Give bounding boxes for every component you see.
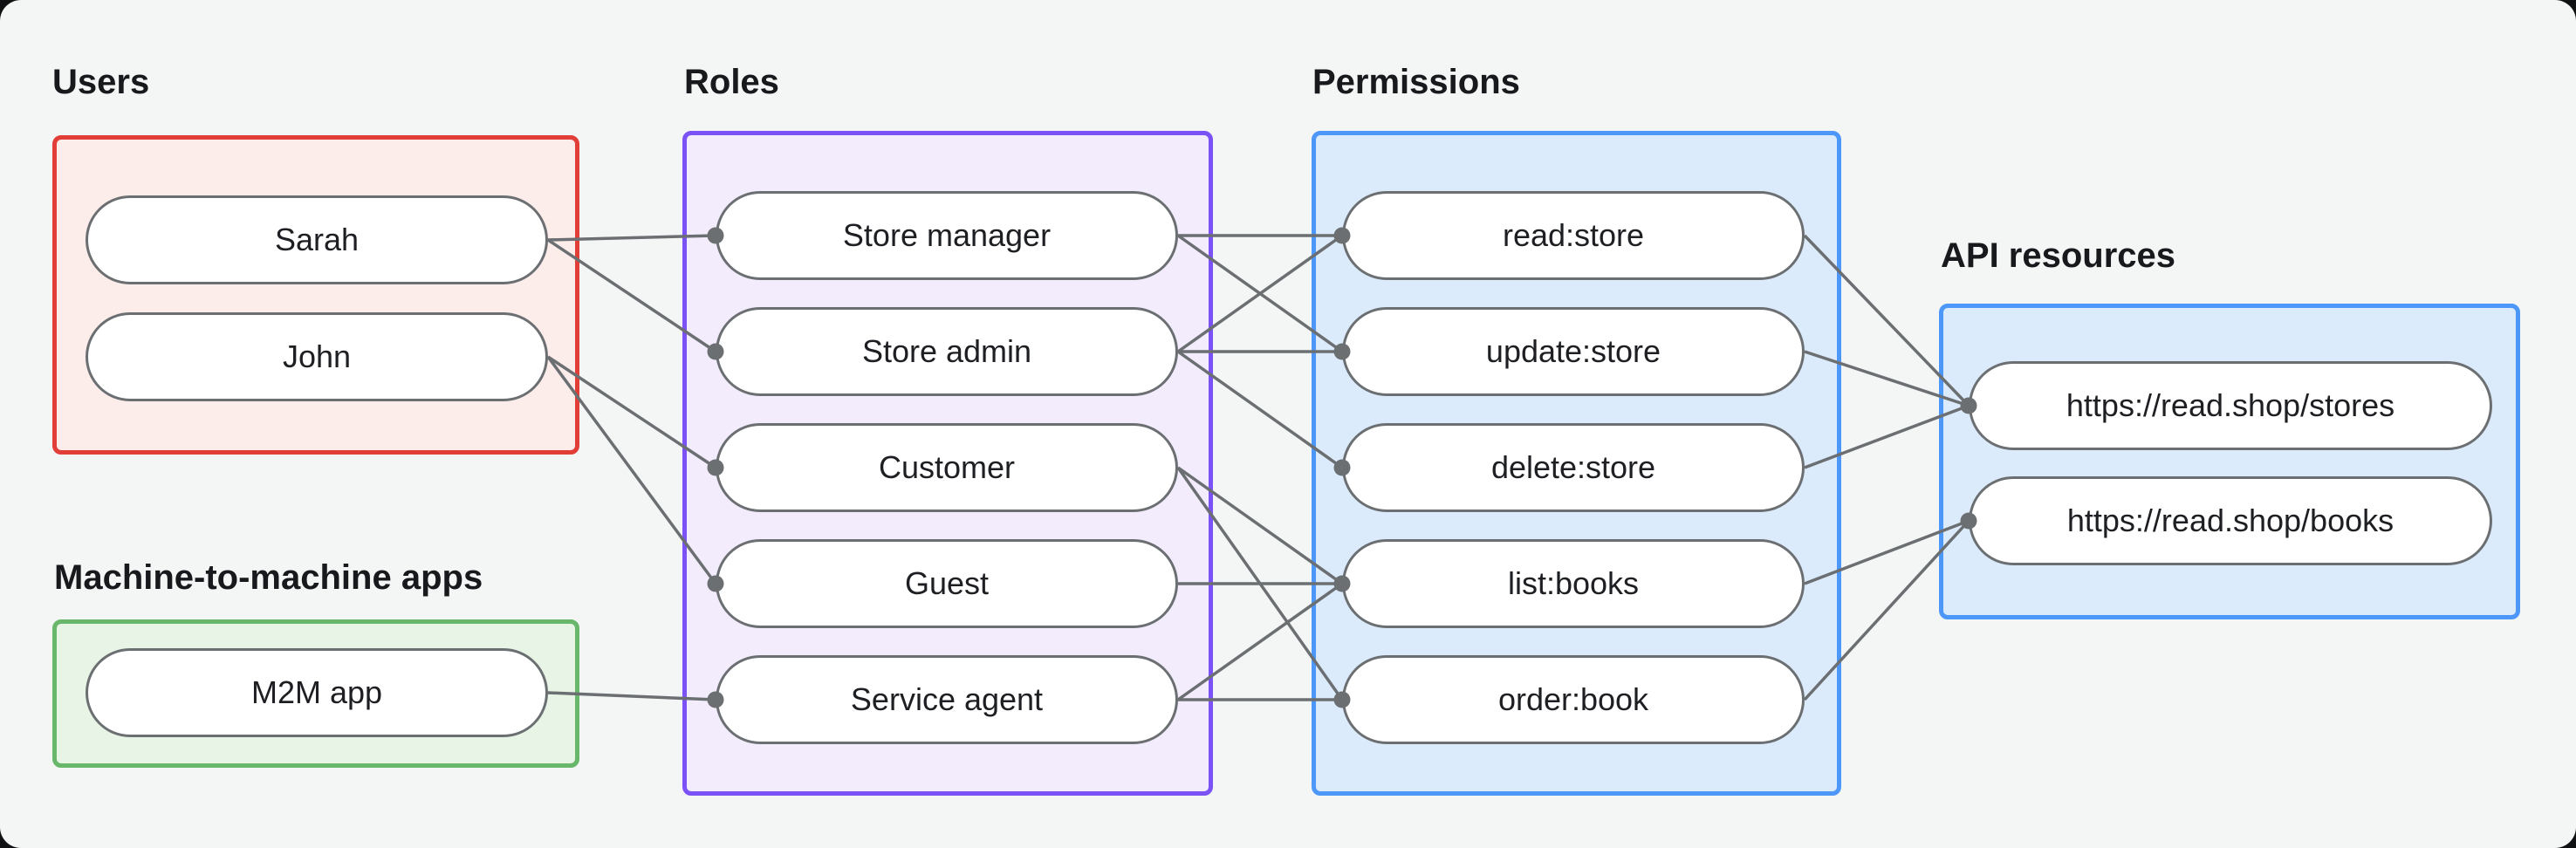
node-m2m-app: M2M app	[86, 648, 548, 737]
node-customer: Customer	[716, 423, 1178, 512]
m2m-section-label: Machine-to-machine apps	[54, 558, 483, 597]
node-john: John	[86, 312, 548, 401]
node-api-stores: https://read.shop/stores	[1969, 361, 2492, 450]
node-delete-store: delete:store	[1342, 423, 1805, 512]
node-list-books: list:books	[1342, 539, 1805, 628]
node-update-store: update:store	[1342, 307, 1805, 396]
node-guest: Guest	[716, 539, 1178, 628]
node-store-manager: Store manager	[716, 191, 1178, 280]
node-store-admin: Store admin	[716, 307, 1178, 396]
api-resources-section-label: API resources	[1941, 236, 2176, 275]
node-read-store: read:store	[1342, 191, 1805, 280]
node-service-agent: Service agent	[716, 655, 1178, 744]
node-sarah: Sarah	[86, 195, 548, 284]
node-order-book: order:book	[1342, 655, 1805, 744]
permissions-section-label: Permissions	[1312, 63, 1520, 101]
node-api-books: https://read.shop/books	[1969, 476, 2492, 565]
roles-section-label: Roles	[684, 63, 779, 101]
api-resources-group-box	[1939, 304, 2520, 619]
users-section-label: Users	[52, 63, 150, 101]
users-group-box	[52, 135, 579, 455]
